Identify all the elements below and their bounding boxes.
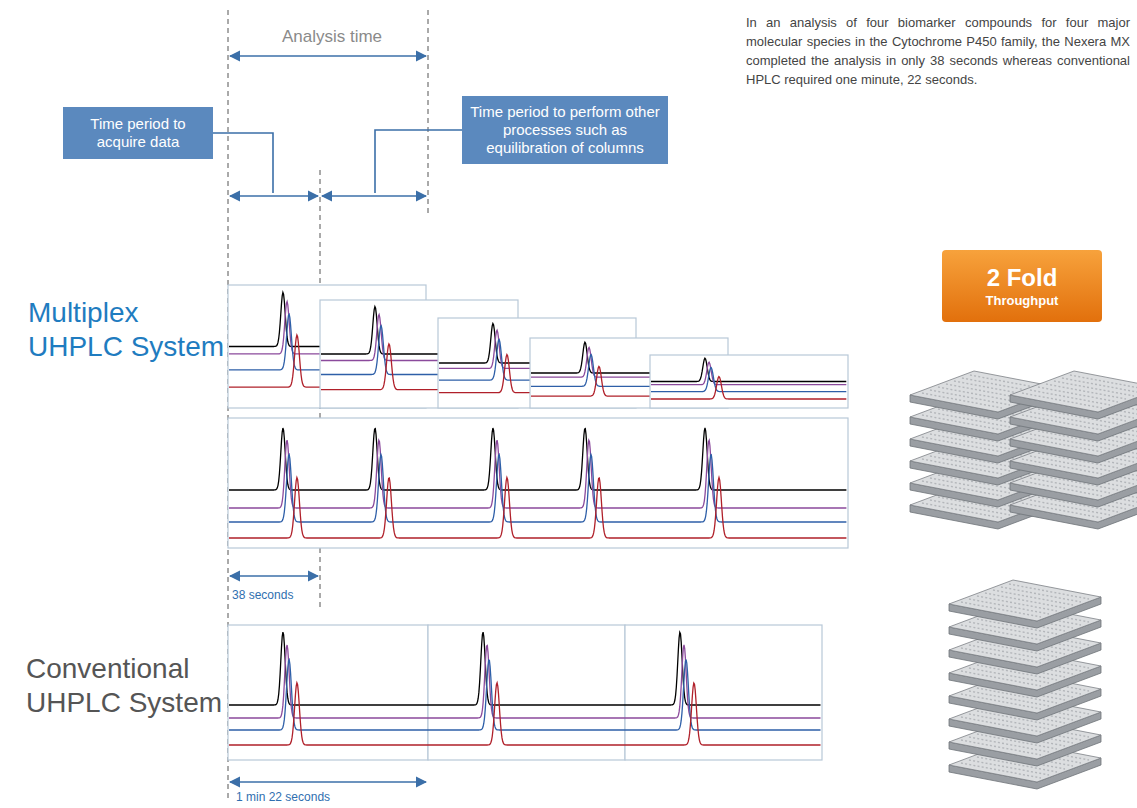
system-label: Multiplex UHPLC System — [28, 296, 228, 363]
plate-wells — [961, 740, 1041, 755]
plate-wells — [961, 625, 1041, 640]
plate-wells — [977, 596, 1057, 611]
chromatogram-trace — [651, 358, 846, 381]
chromatogram-trace — [229, 683, 821, 745]
system-label: Conventional UHPLC System — [26, 652, 226, 719]
chromatogram-trace — [229, 632, 821, 705]
chromatogram-frame — [228, 625, 428, 760]
plate-wells — [969, 599, 1049, 614]
plate-top — [1010, 371, 1137, 412]
plate-wells — [1054, 381, 1134, 396]
leader-line — [213, 133, 273, 193]
plate-wells — [1022, 393, 1102, 408]
plate-wells — [938, 387, 1018, 402]
chromatogram — [650, 355, 848, 408]
chromatogram-trace — [651, 362, 846, 385]
chromatogram-frame — [625, 625, 822, 760]
microplate — [1010, 371, 1137, 419]
chromatogram-trace — [229, 478, 846, 539]
callout-text: Time period to acquire data — [71, 115, 205, 151]
microplate — [949, 580, 1101, 628]
span-arrow — [230, 781, 426, 783]
span-label: 38 seconds — [232, 588, 322, 602]
plate-wells — [961, 717, 1041, 732]
leader-lines — [213, 130, 462, 193]
chromatograms — [228, 285, 848, 760]
plate-wells — [961, 763, 1041, 778]
plate-wells — [1009, 584, 1089, 599]
dashed-guide — [428, 10, 429, 215]
chromatogram — [228, 418, 848, 548]
chromatogram-frame — [428, 625, 625, 760]
throughput-badge: 2 FoldThroughput — [942, 250, 1102, 322]
callout-text: Time period to perform other processes s… — [470, 103, 660, 157]
chromatogram-trace — [229, 440, 846, 508]
span-label: 1 min 22 seconds — [236, 790, 396, 804]
plate-wells — [961, 602, 1041, 617]
chromatogram-frame — [650, 355, 848, 408]
chromatogram-trace — [229, 645, 821, 718]
plate-top — [949, 580, 1101, 621]
plate-wells — [930, 390, 1010, 405]
span-label: Analysis time — [262, 27, 402, 47]
span-arrow — [322, 195, 426, 197]
chromatogram-frame — [228, 418, 848, 548]
span-arrow — [230, 195, 318, 197]
note-text: In an analysis of four biomarker compoun… — [746, 14, 1130, 89]
plate-wells — [1001, 587, 1081, 602]
span-arrow — [230, 55, 426, 57]
leader-line — [375, 130, 462, 193]
plate-wells — [961, 648, 1041, 663]
chromatogram — [228, 625, 822, 760]
chromatogram-trace — [229, 454, 846, 522]
chromatogram-trace — [651, 368, 846, 392]
plate-wells — [1030, 390, 1110, 405]
chromatogram-trace — [229, 428, 846, 490]
plate-wells — [922, 393, 1002, 408]
plate-wells — [1046, 384, 1126, 399]
callout-box: Time period to acquire data — [63, 107, 213, 159]
plate-wells — [985, 593, 1065, 608]
badge-text: 2 Fold — [948, 264, 1096, 293]
plate-stacks — [910, 371, 1137, 789]
badge-text: Throughput — [948, 293, 1096, 309]
plate-wells — [961, 694, 1041, 709]
span-arrow — [230, 575, 318, 577]
plate-wells — [961, 671, 1041, 686]
plate-wells — [1070, 375, 1137, 390]
chromatogram-trace — [229, 660, 821, 730]
plate-wells — [1038, 387, 1118, 402]
callout-box: Time period to perform other processes s… — [462, 96, 668, 164]
plate-wells — [993, 590, 1073, 605]
chromatogram-trace — [651, 377, 846, 399]
badge-shape — [942, 250, 1102, 322]
